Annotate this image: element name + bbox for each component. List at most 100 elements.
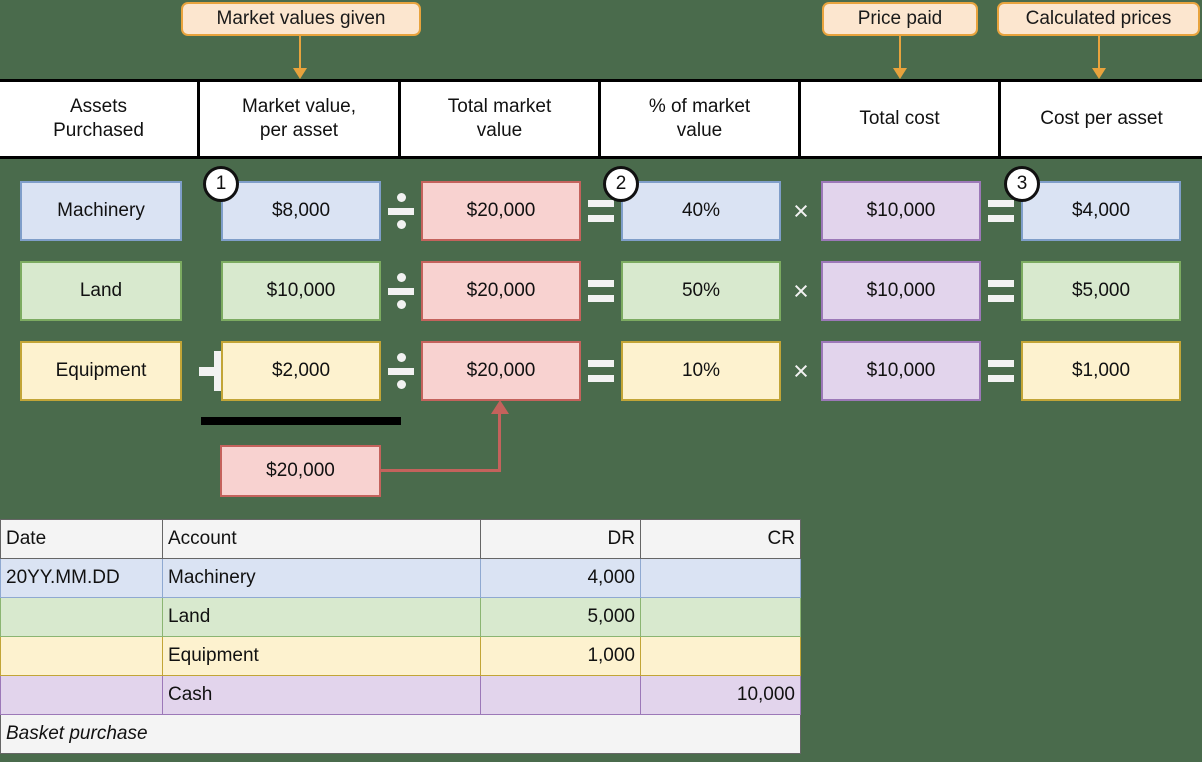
cell-pct-of-market: 10% [621,341,781,401]
cell-text: $20,000 [466,200,536,221]
header-cost-per-asset: Cost per asset [1001,82,1202,156]
cell-text: 40% [681,200,721,221]
cell-pct-of-market: 50% [621,261,781,321]
marker-text: 1 [215,173,227,194]
equals-icon [981,341,1021,401]
cell-text: $10,000 [266,280,336,301]
cell-text: Machinery [57,200,145,221]
cell-cost-per-asset: $4,000 [1021,181,1181,241]
cell-text: 10% [681,360,721,381]
marker-text: 2 [615,173,627,194]
cell-total-market-value: $20,000 [421,341,581,401]
equals-icon [981,181,1021,241]
divide-icon [381,181,421,241]
cell-text: $2,000 [271,360,331,381]
journal-memo-text: Basket purchase [0,714,801,754]
matrix-row-equipment: Equipment $2,000 $20,000 10% × $10,000 $… [0,341,1202,401]
journal-cell-cr [640,558,801,598]
equals-icon [981,261,1021,321]
journal-cell-account: Equipment [162,636,481,676]
multiply-glyph: × [793,355,809,386]
journal-cell-cr [640,636,801,676]
header-text: Cost per asset [1040,108,1163,130]
journal-cell-dr: 5,000 [480,597,641,637]
journal-header-account: Account [162,519,481,559]
cell-market-value: $2,000 [221,341,381,401]
journal-row-memo: Basket purchase [0,714,801,754]
sum-total-box: $20,000 [220,445,381,497]
journal-cell-date: 20YY.MM.DD [0,558,163,598]
journal-header-row: Date Account DR CR [0,519,801,559]
header-market-value-per-asset: Market value,per asset [200,82,401,156]
header-text: Total cost [859,108,940,130]
multiply-icon: × [781,261,821,321]
cell-market-value: $8,000 [221,181,381,241]
cell-text: $4,000 [1071,200,1131,221]
callout-arrow-line-3 [1098,36,1100,72]
step-marker-2: 2 [603,166,639,202]
cell-total-cost: $10,000 [821,181,981,241]
journal-cell-account: Machinery [162,558,481,598]
callout-market-values-given: Market values given [181,2,421,36]
cell-text: $5,000 [1071,280,1131,301]
cell-asset-name: Machinery [20,181,182,241]
journal-header-dr: DR [480,519,641,559]
callout-arrow-head-1 [293,68,307,79]
multiply-glyph: × [793,195,809,226]
cell-text: Equipment [55,360,147,381]
connector-horizontal [381,469,501,472]
journal-cell-dr: 4,000 [480,558,641,598]
journal-cell-dr [480,675,641,715]
journal-row-machinery: 20YY.MM.DD Machinery 4,000 [0,558,801,598]
step-marker-3: 3 [1004,166,1040,202]
journal-entry-table: Date Account DR CR 20YY.MM.DD Machinery … [0,519,801,754]
journal-row-equipment: Equipment 1,000 [0,636,801,676]
cell-asset-name: Land [20,261,182,321]
multiply-glyph: × [793,275,809,306]
cell-text: $20,000 [466,360,536,381]
cell-cost-per-asset: $1,000 [1021,341,1181,401]
cell-total-market-value: $20,000 [421,181,581,241]
cell-text: $1,000 [1071,360,1131,381]
cell-text: $10,000 [866,360,936,381]
cell-text: $10,000 [866,200,936,221]
multiply-icon: × [781,341,821,401]
connector-arrow-head [491,400,509,414]
cell-total-cost: $10,000 [821,261,981,321]
journal-header-date: Date [0,519,163,559]
journal-row-land: Land 5,000 [0,597,801,637]
callout-arrow-line-1 [299,36,301,72]
step-marker-1: 1 [203,166,239,202]
cell-asset-name: Equipment [20,341,182,401]
cell-text: $10,000 [866,280,936,301]
cell-text: $20,000 [466,280,536,301]
callout-arrow-head-3 [1092,68,1106,79]
divide-icon [381,261,421,321]
callout-arrow-line-2 [899,36,901,72]
cell-total-market-value: $20,000 [421,261,581,321]
journal-cell-account: Land [162,597,481,637]
journal-header-cr: CR [640,519,801,559]
cell-text: Land [79,280,123,301]
plus-icon [196,341,242,401]
header-text: Market value,per asset [241,96,357,141]
journal-cell-dr: 1,000 [480,636,641,676]
sum-underline [201,417,401,425]
connector-vertical [498,414,501,472]
cell-pct-of-market: 40% [621,181,781,241]
matrix-row-machinery: Machinery $8,000 $20,000 40% × $10,000 $… [0,181,1202,241]
journal-cell-account: Cash [162,675,481,715]
cell-market-value: $10,000 [221,261,381,321]
cell-cost-per-asset: $5,000 [1021,261,1181,321]
sum-total-text: $20,000 [266,460,335,481]
divide-icon [381,341,421,401]
marker-text: 3 [1016,173,1028,194]
journal-row-cash: Cash 10,000 [0,675,801,715]
